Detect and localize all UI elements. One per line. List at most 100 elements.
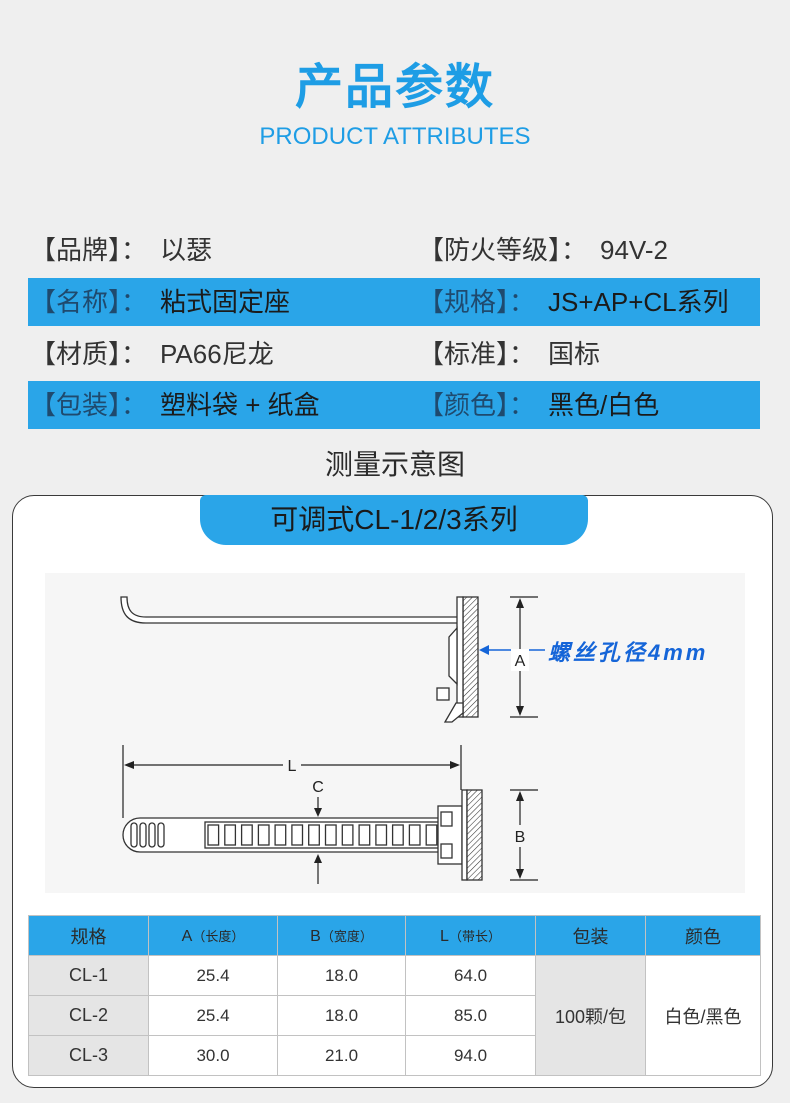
strap-slot: [257, 824, 270, 846]
strap-end-slot: [130, 822, 138, 848]
callout-arrowhead: [479, 645, 489, 655]
dim-a-arrow-up: [516, 598, 524, 608]
mount-connector-tab: [440, 843, 453, 859]
cell-b: 18.0: [277, 955, 406, 996]
strap-slot: [308, 824, 320, 846]
cell-l: 94.0: [405, 1035, 536, 1076]
attr-row-brand: 【品牌】：以瑟 【防火等级】：94V-2: [28, 226, 760, 274]
strap-slot: [375, 824, 388, 846]
col-header-label: 颜色: [685, 926, 721, 947]
col-header-sub: （长度）: [192, 929, 245, 944]
dim-c-arrow-down: [314, 808, 322, 817]
section-title: 测量示意图: [324, 449, 465, 480]
attr-value: 以瑟: [160, 235, 213, 265]
col-header-sub: （带长）: [448, 929, 501, 944]
col-header-label: L: [440, 928, 449, 945]
page-subtitle: PRODUCT ATTRIBUTES: [259, 123, 531, 150]
attr-value: 塑料袋 + 纸盒: [160, 390, 320, 420]
attr-value: 粘式固定座: [160, 287, 291, 317]
mount-plate-top: [466, 789, 483, 881]
cell-packaging: 100颗/包: [535, 955, 646, 1076]
strap-slot: [224, 824, 237, 846]
dim-c-label: C: [312, 779, 324, 796]
dimension-l: [122, 745, 462, 818]
cell-model: CL-3: [28, 1035, 149, 1076]
table-header-row: 规格 A（长度） B（宽度） L（带长） 包装 颜色: [28, 915, 761, 956]
screw-hole-callout: 螺丝孔径4mm: [548, 640, 708, 665]
strap-slot: [408, 824, 421, 846]
col-header-label: B: [310, 928, 321, 945]
dimension-b: [510, 789, 538, 881]
dim-l-label-bg: [283, 755, 301, 775]
dimension-c: [314, 797, 322, 884]
attr-color: 【颜色】：黑色/白色: [418, 381, 659, 429]
col-header-label: 包装: [572, 926, 609, 947]
mount-boss-side: [448, 626, 458, 686]
dim-a-label-bg: [511, 649, 529, 671]
col-header-color: 颜色: [645, 915, 761, 956]
col-header-a: A（长度）: [148, 915, 278, 956]
mount-foot-side: [443, 702, 464, 723]
attr-label: 【材质】：: [30, 339, 148, 369]
page-title: 产品参数: [294, 61, 495, 114]
strap-slot: [341, 824, 354, 846]
dim-a-arrow-down: [516, 706, 524, 716]
col-header-packaging: 包装: [535, 915, 646, 956]
dim-b-arrow-up: [516, 791, 524, 801]
table-row: CL-2 25.4 18.0 85.0: [28, 995, 761, 1036]
mount-column-side: [456, 596, 464, 718]
col-header-l: L（带长）: [405, 915, 536, 956]
dim-l-arrow-right: [450, 761, 460, 769]
dim-c-arrow-up: [314, 854, 322, 863]
attr-value: JS+AP+CL系列: [548, 287, 729, 317]
attr-label: 【标准】：: [418, 339, 536, 369]
col-header-spec: 规格: [28, 915, 149, 956]
attr-standard: 【标准】：国标: [418, 330, 600, 378]
cell-a: 30.0: [148, 1035, 278, 1076]
col-header-sub: （宽度）: [320, 929, 373, 944]
strap-slot: [391, 824, 404, 846]
attr-value: 黑色/白色: [548, 390, 660, 420]
attr-value: PA66尼龙: [160, 339, 274, 369]
measurement-diagram: 螺丝孔径4mm A L C: [45, 573, 745, 893]
dimension-a: [510, 596, 538, 718]
cell-b: 18.0: [277, 995, 406, 1036]
side-view: [120, 596, 479, 723]
strap-top-view: [122, 817, 441, 853]
strap-end-slot: [139, 822, 147, 848]
cell-a: 25.4: [148, 995, 278, 1036]
col-header-b: B（宽度）: [277, 915, 406, 956]
strap-slot: [240, 824, 253, 846]
dim-l-arrow-left: [124, 761, 134, 769]
col-header-label: A: [181, 928, 193, 945]
cell-l: 85.0: [405, 995, 536, 1036]
attr-label: 【名称】：: [30, 287, 148, 317]
dim-a-label: A: [515, 653, 526, 670]
cell-model: CL-2: [28, 995, 149, 1036]
dim-b-label: B: [515, 829, 526, 846]
attr-name: 【名称】： 粘式固定座: [30, 278, 290, 326]
card-tab-title: 可调式CL-1/2/3系列: [200, 495, 588, 545]
col-header-label: 规格: [70, 926, 107, 947]
strap-end-slot: [157, 822, 165, 848]
cell-color: 白色/黑色: [645, 955, 761, 1076]
mount-top-view: [437, 789, 483, 881]
attr-fire-rating: 【防火等级】：94V-2: [418, 226, 668, 274]
attr-packaging: 【包装】：塑料袋 + 纸盒: [30, 381, 320, 429]
strap-slot: [291, 824, 304, 846]
attr-spec: 【规格】：JS+AP+CL系列: [418, 278, 729, 326]
attr-material: 【材质】： PA66尼龙: [30, 330, 274, 378]
mount-plate-edge: [461, 789, 468, 881]
cell-model: CL-1: [28, 955, 149, 996]
strap-slot: [207, 824, 220, 846]
attr-brand: 【品牌】：以瑟: [30, 226, 212, 274]
table-row: CL-3 30.0 21.0 94.0: [28, 1035, 761, 1076]
attr-row-packaging: 【包装】：塑料袋 + 纸盒 【颜色】：黑色/白色: [28, 381, 760, 429]
cell-a: 25.4: [148, 955, 278, 996]
cell-l: 64.0: [405, 955, 536, 996]
strap-slot: [324, 824, 337, 846]
strap-slot: [425, 824, 438, 846]
table-row: CL-1 25.4 18.0 64.0 100颗/包 白色/黑色: [28, 955, 761, 1076]
mount-plate-side: [462, 596, 479, 718]
strap-end-slot: [148, 822, 156, 848]
